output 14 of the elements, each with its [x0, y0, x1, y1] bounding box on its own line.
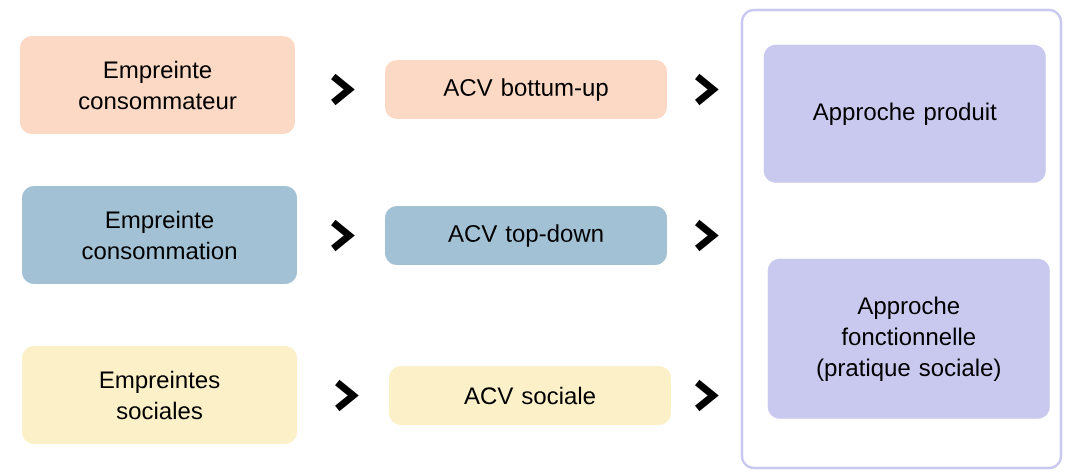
rounded-box: ACV sociale — [389, 366, 671, 425]
chevron-arrow — [331, 219, 355, 252]
rounded-box: ACV bottum-up — [385, 60, 667, 119]
chevron-arrow — [695, 219, 719, 252]
rounded-box: Approche fonctionnelle (pratique sociale) — [767, 258, 1050, 419]
rounded-box: Empreinte consommation — [22, 186, 297, 284]
chevron-arrow — [695, 73, 719, 106]
rounded-box: Empreintes sociales — [22, 346, 297, 444]
rounded-box: ACV top-down — [385, 206, 667, 265]
rounded-box: Empreinte consommateur — [20, 36, 295, 134]
chevron-arrow — [335, 379, 359, 412]
chevron-arrow — [695, 379, 719, 412]
rounded-box: Approche produit — [763, 44, 1046, 183]
chevron-arrow — [331, 73, 355, 106]
